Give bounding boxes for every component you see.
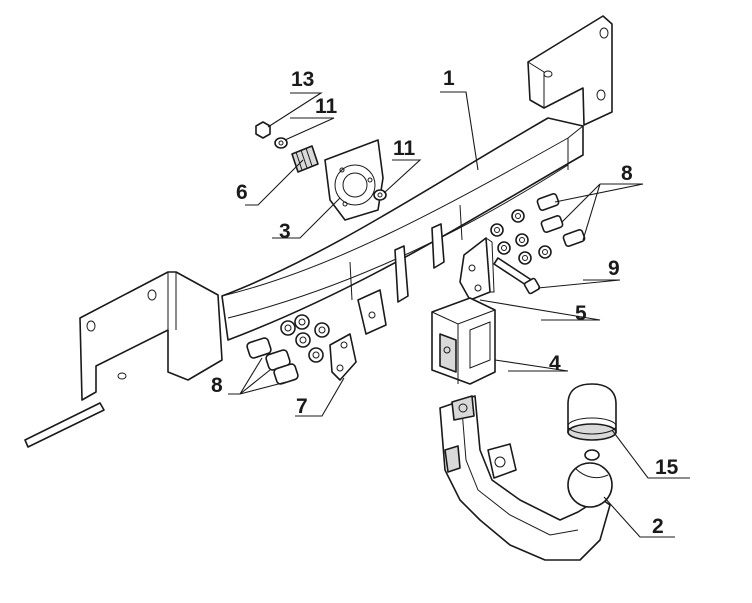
callout-15: 15 [655,456,679,479]
callout-2: 2 [652,515,664,538]
callout-9: 9 [608,257,620,280]
callout-11-upper: 11 [315,95,338,118]
callout-3: 3 [279,220,291,243]
leader-lines [228,91,690,538]
long-bolt-part-9 [493,257,541,295]
ball-cap-part-15 [567,383,617,461]
socket-plate-part-3 [324,139,384,221]
callout-8-right: 8 [621,162,633,185]
bolts-left-group [246,314,330,385]
cross-beam-part [24,15,613,448]
callout-8-left: 8 [211,374,223,397]
callout-11-lower: 11 [393,137,416,160]
callout-7: 7 [296,395,308,418]
callout-1: 1 [443,67,455,90]
bolts-right-group [490,192,586,265]
callout-4: 4 [549,352,561,375]
tow-hook-part-2 [439,395,613,561]
callout-labels: 13 11 6 1 11 3 8 9 5 4 8 7 15 2 [211,67,679,538]
callout-13: 13 [291,68,314,91]
nut-part-13 [255,121,271,139]
callout-5: 5 [575,302,587,325]
washer-part-11-b [373,189,387,201]
plate-part-7 [329,333,357,381]
spring-part-6 [291,145,319,173]
mount-block-part-4 [431,297,496,385]
callout-6: 6 [236,181,248,204]
plate-part-5 [459,237,495,301]
washer-part-11-a [274,137,288,149]
